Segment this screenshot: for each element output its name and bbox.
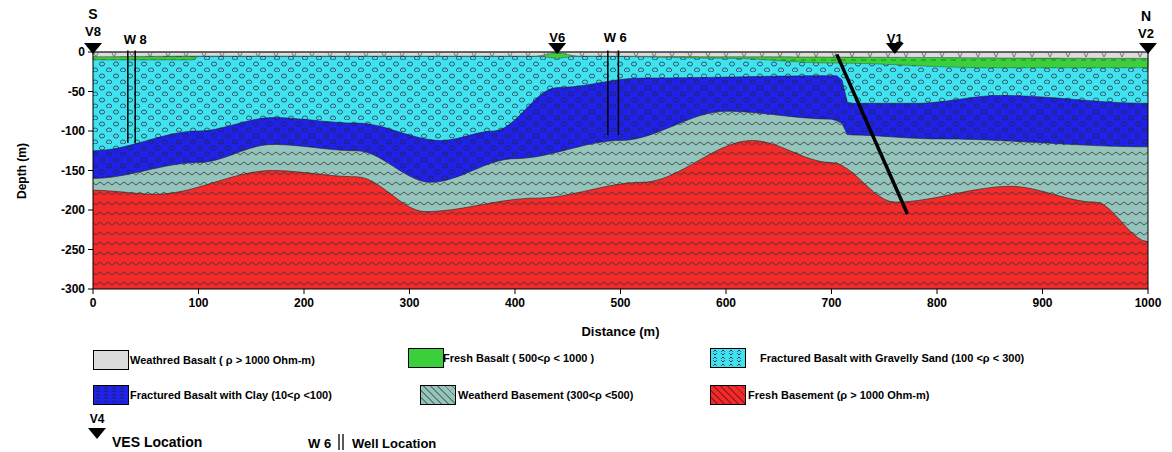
axis-tick [831, 289, 832, 294]
distance-tick-label: 200 [294, 297, 314, 309]
axis-tick [88, 249, 93, 250]
ves-marker [886, 43, 904, 54]
ves-label: V6 [549, 31, 565, 44]
axis-tick [409, 289, 410, 294]
axis-tick [88, 170, 93, 171]
distance-tick-label: 100 [188, 297, 208, 309]
ves-marker [84, 43, 102, 54]
axis-tick [93, 289, 94, 294]
depth-tick-label: -100 [61, 125, 85, 137]
well-label: W 8 [124, 33, 147, 46]
weathered-basement-layer-texture [93, 111, 1148, 289]
fault-line [837, 54, 908, 214]
axis-tick [88, 131, 93, 132]
depth-tick-label: -150 [61, 165, 85, 177]
ves-label: V8 [85, 25, 101, 38]
axis-tick [937, 289, 938, 294]
fresh-basement-layer-texture [93, 141, 1148, 290]
legend-swatch [710, 385, 746, 405]
axis-title: Distance (m) [581, 325, 659, 338]
axis-tick [198, 289, 199, 294]
legend-text: Well Location [352, 437, 436, 450]
fresh-basement-layer [93, 141, 1148, 290]
well-casing [127, 50, 129, 142]
compass-label: N [1141, 9, 1151, 23]
well-casing [618, 50, 620, 135]
axis-tick [1042, 289, 1043, 294]
ves-label: V2 [1138, 27, 1154, 40]
well-symbol [338, 434, 339, 450]
distance-tick-label: 700 [821, 297, 841, 309]
ves-label: V1 [887, 32, 903, 45]
legend-text: Fractured Basalt with Gravelly Sand (100… [760, 353, 1024, 364]
clay-basalt-layer-boundary [93, 76, 1148, 151]
axis-tick [726, 289, 727, 294]
gravelly-sand-layer-texture [93, 56, 1148, 289]
distance-tick-label: 0 [90, 297, 97, 309]
clay-basalt-layer-texture [93, 76, 1148, 289]
legend-text: Weatherd Basement (300<ρ <500) [458, 390, 633, 401]
distance-tick-label: 400 [505, 297, 525, 309]
well-symbol [342, 434, 343, 450]
compass-label: S [88, 7, 97, 21]
distance-tick-label: 900 [1032, 297, 1052, 309]
legend-swatch [93, 385, 129, 405]
axis-tick [620, 289, 621, 294]
legend-symbol-label: V4 [90, 413, 105, 425]
ves-marker [548, 43, 566, 54]
fresh-basement-layer-boundary [93, 141, 1148, 242]
gravelly-sand-layer [93, 56, 1148, 289]
axis-title: Depth (m) [16, 143, 28, 199]
legend-swatch [710, 348, 746, 368]
legend-text: VES Location [112, 435, 202, 449]
legend-text: Fractured Basalt with Clay (10<ρ <100) [130, 390, 332, 401]
axis-tick [1148, 289, 1149, 294]
well-label: W 6 [604, 31, 627, 44]
distance-tick-label: 1000 [1135, 297, 1162, 309]
legend-swatch [93, 350, 129, 370]
depth-tick-label: 0 [78, 46, 85, 58]
distance-tick-label: 500 [610, 297, 630, 309]
distance-tick-label: 600 [716, 297, 736, 309]
axis-tick [88, 210, 93, 211]
distance-tick-label: 300 [399, 297, 419, 309]
weathered-basalt-layer [93, 52, 1148, 58]
depth-tick-label: -250 [61, 244, 85, 256]
depth-tick-label: -50 [68, 86, 85, 98]
weathered-basement-layer-boundary [93, 111, 1148, 182]
weathered-basement-layer [93, 111, 1148, 289]
depth-tick-label: -200 [61, 204, 85, 216]
plot-frame [93, 52, 1148, 289]
legend-text: Fresh Basalt ( 500<ρ < 1000 ) [443, 353, 594, 364]
axis-tick [304, 289, 305, 294]
legend-swatch [408, 348, 444, 368]
weathered-basalt-layer-texture [93, 52, 1148, 58]
well-casing [607, 50, 609, 135]
legend-text: Weathred Basalt ( ρ > 1000 Ohm-m) [130, 355, 315, 366]
axis-tick [88, 289, 93, 290]
legend-text: Fresh Basement (ρ > 1000 Ohm-m) [748, 390, 929, 401]
axis-tick [88, 91, 93, 92]
legend-symbol-label: W 6 [308, 437, 331, 450]
clay-basalt-layer [93, 76, 1148, 289]
fresh-basalt-layer-texture [93, 53, 1148, 68]
fresh-basalt-layer [93, 53, 1148, 68]
legend-swatch [420, 385, 456, 405]
distance-tick-label: 800 [927, 297, 947, 309]
axis-tick [88, 52, 93, 53]
ves-marker [88, 428, 106, 439]
axis-tick [515, 289, 516, 294]
depth-tick-label: -300 [61, 283, 85, 295]
ves-marker [1139, 43, 1157, 54]
well-casing [134, 50, 136, 142]
